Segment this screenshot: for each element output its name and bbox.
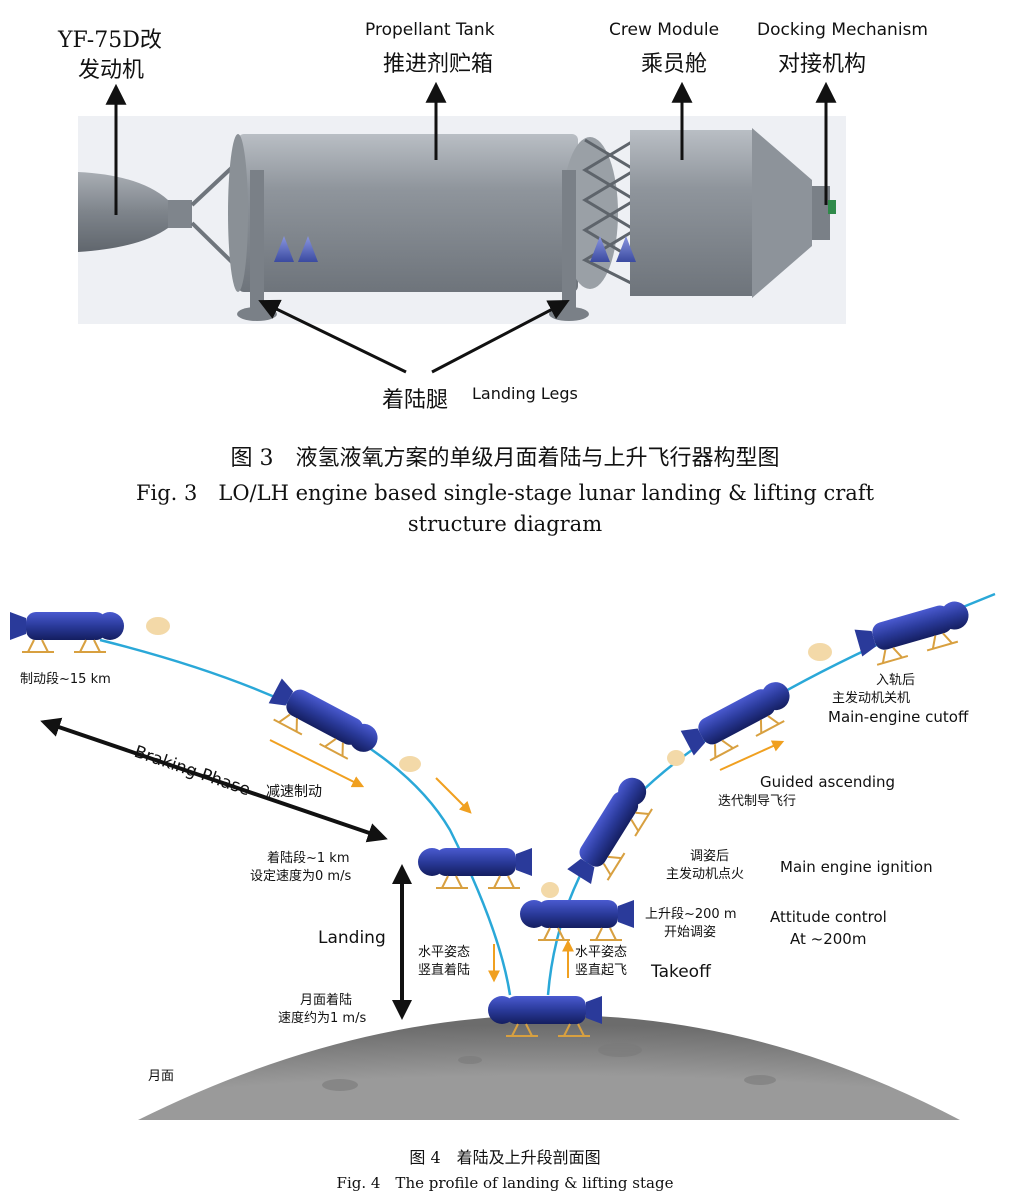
crew-cone xyxy=(752,128,812,298)
figure-4-caption-en: Fig. 4 The profile of landing & lifting … xyxy=(336,1174,674,1192)
profile-diagram xyxy=(9,592,996,1120)
label-attitude-control-1: Attitude control xyxy=(770,908,887,926)
label-ignition-cn-1: 调姿后 xyxy=(690,849,730,864)
label-braking-altitude: 制动段~15 km xyxy=(20,672,111,687)
engine-nozzle xyxy=(78,172,168,252)
attitude-thrusters xyxy=(274,236,636,262)
label-crew-en: Crew Module xyxy=(609,20,720,40)
label-attitude-control-2: At ~200m xyxy=(790,930,867,948)
descent-trajectory xyxy=(99,638,512,996)
braking-phase-arrow xyxy=(40,717,388,843)
moon-surface xyxy=(138,1015,960,1120)
figure-3-caption-en-line2: structure diagram xyxy=(407,512,603,536)
label-guided-ascending: Guided ascending xyxy=(760,773,896,791)
label-landing-segment-1: 着陆段~1 km xyxy=(267,851,350,866)
craft-braking-mid xyxy=(262,677,421,772)
craft-braking-start xyxy=(9,611,170,653)
label-landing: Landing xyxy=(318,928,386,948)
label-braking-cn: 减速制动 xyxy=(266,784,322,800)
figure-3-caption-en-line1: Fig. 3 LO/LH engine based single-stage l… xyxy=(135,481,875,505)
figure-3-caption-cn: 图 3 液氢液氧方案的单级月面着陆与上升飞行器构型图 xyxy=(230,446,780,471)
engine-throat xyxy=(168,200,192,228)
label-main-engine-cutoff: Main-engine cutoff xyxy=(828,708,969,726)
figure-4-caption-cn: 图 4 着陆及上升段剖面图 xyxy=(409,1148,601,1167)
label-horizontal-landing-2: 竖直着陆 xyxy=(418,963,471,978)
label-main-engine-ignition: Main engine ignition xyxy=(780,858,933,876)
label-ascent-segment-1: 上升段~200 m xyxy=(645,907,737,922)
label-ignition-cn-2: 主发动机点火 xyxy=(666,867,745,882)
label-landing-segment-2: 设定速度为0 m/s xyxy=(250,869,352,884)
label-horizontal-takeoff-2: 竖直起飞 xyxy=(575,963,628,978)
crew-module xyxy=(630,130,752,296)
craft-ignition xyxy=(541,771,663,898)
label-legs-en: Landing Legs xyxy=(472,384,578,403)
craft-cutoff xyxy=(808,597,977,670)
label-crew-cn: 乘员舱 xyxy=(641,52,708,77)
label-takeoff: Takeoff xyxy=(651,962,711,982)
label-dock-en: Docking Mechanism xyxy=(757,20,928,40)
label-cutoff-cn-2: 主发动机关机 xyxy=(832,691,911,706)
label-cutoff-cn-1: 入轨后 xyxy=(876,673,916,688)
label-engine-cn: 发动机 xyxy=(78,58,145,83)
label-touchdown-1: 月面着陆 xyxy=(300,993,353,1008)
propellant-tank xyxy=(238,134,578,292)
label-horizontal-takeoff-1: 水平姿态 xyxy=(575,945,628,960)
label-tank-en: Propellant Tank xyxy=(365,20,495,40)
label-ascent-segment-2: 开始调姿 xyxy=(664,925,717,940)
label-guided-cn: 迭代制导飞行 xyxy=(718,794,797,809)
label-tank-cn: 推进剂贮箱 xyxy=(383,52,494,77)
label-dock-cn: 对接机构 xyxy=(778,52,867,77)
label-moon-surface: 月面 xyxy=(148,1069,175,1084)
craft-guided-ascent xyxy=(667,676,802,768)
label-arrows xyxy=(105,81,837,374)
label-touchdown-2: 速度约为1 m/s xyxy=(278,1011,367,1026)
craft-takeoff-horizontal xyxy=(519,899,635,941)
motion-arrows xyxy=(269,739,785,983)
label-legs-cn: 着陆腿 xyxy=(382,388,449,413)
craft-render xyxy=(78,81,846,374)
label-engine-model: YF-75D改 xyxy=(58,28,162,53)
label-horizontal-landing-1: 水平姿态 xyxy=(418,945,471,960)
